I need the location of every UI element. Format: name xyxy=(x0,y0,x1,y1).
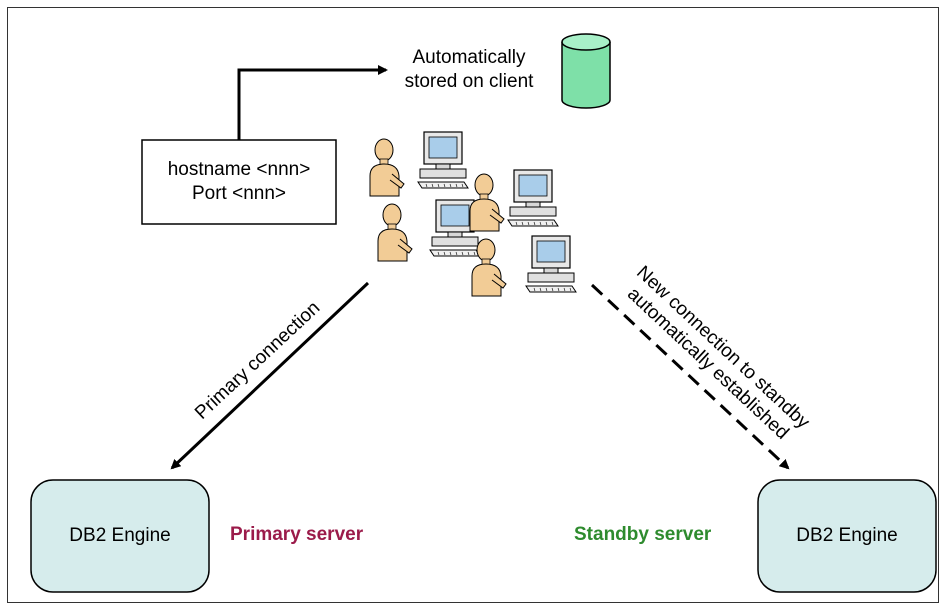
standby-server-label: Standby server xyxy=(574,524,712,545)
database-cylinder-icon xyxy=(561,33,611,109)
user-person-icon xyxy=(369,138,405,197)
workstation-icon xyxy=(417,131,469,189)
port-text: Port <nnn> xyxy=(191,183,287,204)
user-person-icon xyxy=(469,173,505,232)
primary-engine-label: DB2 Engine xyxy=(69,525,171,546)
client-storage-line1: Automatically xyxy=(412,47,526,68)
standby-engine-label: DB2 Engine xyxy=(796,525,898,546)
user-person-icon xyxy=(377,203,413,262)
user-person-icon xyxy=(471,238,507,297)
workstation-users-icon xyxy=(369,131,577,297)
client-storage-line2: stored on client xyxy=(404,71,534,92)
connection-info-text: hostname <nnn> Port <nnn> xyxy=(142,158,336,206)
connection-info-box xyxy=(141,139,337,225)
primary-engine-box xyxy=(30,479,210,593)
hostname-text: hostname <nnn> xyxy=(167,159,311,180)
standby-connection-arrow xyxy=(590,283,790,470)
client-storage-label: Automatically stored on client xyxy=(388,46,550,94)
primary-server-label: Primary server xyxy=(230,524,364,545)
workstation-icon xyxy=(525,235,577,293)
standby-engine-box xyxy=(757,479,937,593)
primary-connection-arrow xyxy=(170,281,370,470)
workstation-icon xyxy=(507,169,559,227)
store-arrow xyxy=(237,65,388,140)
